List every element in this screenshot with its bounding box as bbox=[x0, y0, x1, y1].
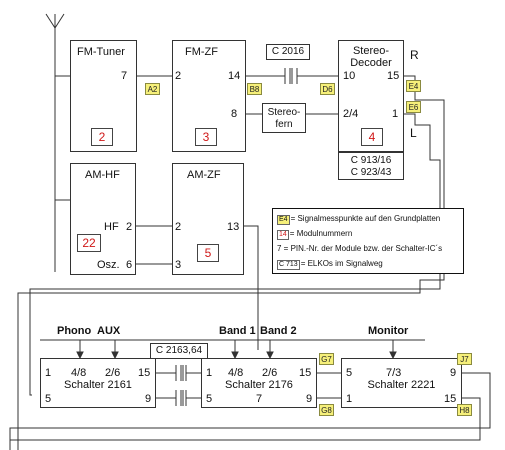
am-hf-osz-label: Osz. bbox=[97, 259, 120, 271]
fm-zf-module-number: 3 bbox=[195, 128, 217, 146]
s2221-pin-5: 5 bbox=[346, 367, 353, 379]
legend-row-module-numbers: 14= Modulnummern bbox=[277, 229, 352, 240]
fm-zf-pin-out-top: 14 bbox=[228, 70, 241, 82]
s2161-pin-5: 5 bbox=[45, 393, 52, 405]
badge-d6: D6 bbox=[320, 83, 335, 95]
s2161-pin-15: 15 bbox=[138, 367, 151, 379]
am-zf-pin-2: 2 bbox=[175, 221, 182, 233]
am-zf-module-number: 5 bbox=[197, 244, 219, 262]
legend-row-pin-numbers: 7 = PIN.-Nr. der Module bzw. der Schalte… bbox=[277, 244, 442, 253]
decoder-chip-line1: C 913/16 bbox=[350, 155, 392, 166]
input-phono-label: Phono bbox=[57, 325, 92, 337]
s2176-pin-2-6: 2/6 bbox=[262, 367, 278, 379]
s2221-pin-7-3: 7/3 bbox=[386, 367, 402, 379]
capacitor-c2163-64: C 2163,64 bbox=[150, 343, 208, 359]
fm-tuner-pin-out: 7 bbox=[121, 70, 128, 82]
legend-row-measure-points: E4= Signalmesspunkte auf den Grundplatte… bbox=[277, 214, 440, 225]
input-monitor-label: Monitor bbox=[368, 325, 409, 337]
input-band1-label: Band 1 bbox=[219, 325, 256, 337]
input-band2-label: Band 2 bbox=[260, 325, 297, 337]
am-hf-block: AM-HF HF 2 Osz. 6 22 bbox=[70, 163, 136, 275]
decoder-title-line2: Decoder bbox=[350, 57, 392, 69]
legend-text-pin-numbers: 7 = PIN.-Nr. der Module bzw. der Schalte… bbox=[277, 244, 443, 253]
input-aux-label: AUX bbox=[97, 325, 121, 337]
legend-symbol-badge: E4 bbox=[277, 215, 290, 225]
legend-text-measure-points: = Signalmesspunkte auf den Grundplatten bbox=[290, 214, 441, 223]
am-hf-module-number: 22 bbox=[77, 234, 101, 252]
fm-zf-pin-in: 2 bbox=[175, 70, 182, 82]
fm-zf-title: FM-ZF bbox=[185, 46, 218, 58]
am-zf-pin-13: 13 bbox=[227, 221, 240, 233]
badge-a2: A2 bbox=[145, 83, 160, 95]
s2161-pin-1: 1 bbox=[45, 367, 52, 379]
stereofern-block: Stereo- fern bbox=[262, 103, 306, 133]
am-hf-title: AM-HF bbox=[85, 169, 120, 181]
legend-text-capacitors: = ELKOs im Signalweg bbox=[300, 259, 383, 268]
legend-symbol-capacitor: C 713 bbox=[277, 260, 300, 270]
badge-g7: G7 bbox=[319, 353, 334, 365]
am-hf-hf-pin: 2 bbox=[126, 221, 133, 233]
badge-j7: J7 bbox=[457, 353, 472, 365]
s2176-pin-15: 15 bbox=[299, 367, 312, 379]
decoder-pin-2-4: 2/4 bbox=[343, 108, 359, 120]
decoder-module-number: 4 bbox=[361, 128, 383, 146]
badge-b8: B8 bbox=[247, 83, 262, 95]
fm-tuner-module-number: 2 bbox=[91, 128, 113, 146]
schalter-2161-block: 1 4/8 2/6 15 Schalter 2161 5 9 bbox=[40, 358, 156, 408]
fm-zf-block: FM-ZF 2 14 8 3 bbox=[172, 40, 246, 152]
am-hf-hf-label: HF bbox=[104, 221, 119, 233]
channel-r-label: R bbox=[410, 48, 419, 62]
badge-e4: E4 bbox=[406, 80, 421, 92]
am-zf-block: AM-ZF 2 13 3 5 bbox=[172, 163, 244, 275]
s2176-pin-7: 7 bbox=[256, 393, 263, 405]
decoder-pin-1: 1 bbox=[392, 108, 399, 120]
s2161-pin-2-6: 2/6 bbox=[105, 367, 121, 379]
s2161-title: Schalter 2161 bbox=[64, 379, 132, 391]
s2221-title: Schalter 2221 bbox=[367, 379, 436, 391]
legend: E4= Signalmesspunkte auf den Grundplatte… bbox=[272, 208, 464, 274]
decoder-chip-box: C 913/16 C 923/43 bbox=[338, 152, 404, 180]
legend-text-module-numbers: = Modulnummern bbox=[289, 229, 353, 238]
s2176-pin-1: 1 bbox=[206, 367, 213, 379]
schalter-2176-block: 1 4/8 2/6 15 Schalter 2176 5 7 9 bbox=[201, 358, 317, 408]
s2161-pin-9: 9 bbox=[145, 393, 152, 405]
badge-e6: E6 bbox=[406, 101, 421, 113]
badge-g8: G8 bbox=[319, 404, 334, 416]
decoder-title-line1: Stereo- bbox=[352, 45, 390, 57]
s2221-pin-1: 1 bbox=[346, 393, 353, 405]
decoder-pin-10: 10 bbox=[343, 70, 356, 82]
am-zf-title: AM-ZF bbox=[187, 169, 221, 181]
s2176-pin-4-8: 4/8 bbox=[228, 367, 244, 379]
s2176-title: Schalter 2176 bbox=[225, 379, 293, 391]
fm-tuner-block: FM-Tuner 7 2 bbox=[70, 40, 137, 152]
legend-symbol-module: 14 bbox=[277, 230, 289, 240]
fm-zf-pin-out-mid: 8 bbox=[231, 108, 238, 120]
s2221-pin-9: 9 bbox=[450, 367, 457, 379]
s2221-pin-15: 15 bbox=[444, 393, 457, 405]
stereofern-line2: fern bbox=[275, 119, 293, 130]
legend-row-capacitors: C 713= ELKOs im Signalweg bbox=[277, 259, 383, 270]
s2176-pin-9: 9 bbox=[306, 393, 313, 405]
badge-h8: H8 bbox=[457, 404, 472, 416]
stereo-decoder-block: Stereo- Decoder 10 15 2/4 1 4 bbox=[338, 40, 404, 152]
am-hf-osz-pin: 6 bbox=[126, 259, 133, 271]
s2161-pin-4-8: 4/8 bbox=[71, 367, 87, 379]
s2176-pin-5: 5 bbox=[206, 393, 213, 405]
decoder-chip-line2: C 923/43 bbox=[350, 167, 392, 178]
fm-tuner-title: FM-Tuner bbox=[77, 46, 125, 58]
channel-l-label: L bbox=[410, 126, 417, 140]
decoder-pin-15: 15 bbox=[387, 70, 400, 82]
schalter-2221-block: 5 7/3 9 Schalter 2221 1 15 bbox=[341, 358, 462, 408]
am-zf-pin-3: 3 bbox=[175, 259, 182, 271]
stereofern-line1: Stereo- bbox=[267, 107, 301, 118]
capacitor-c2016: C 2016 bbox=[266, 44, 310, 60]
